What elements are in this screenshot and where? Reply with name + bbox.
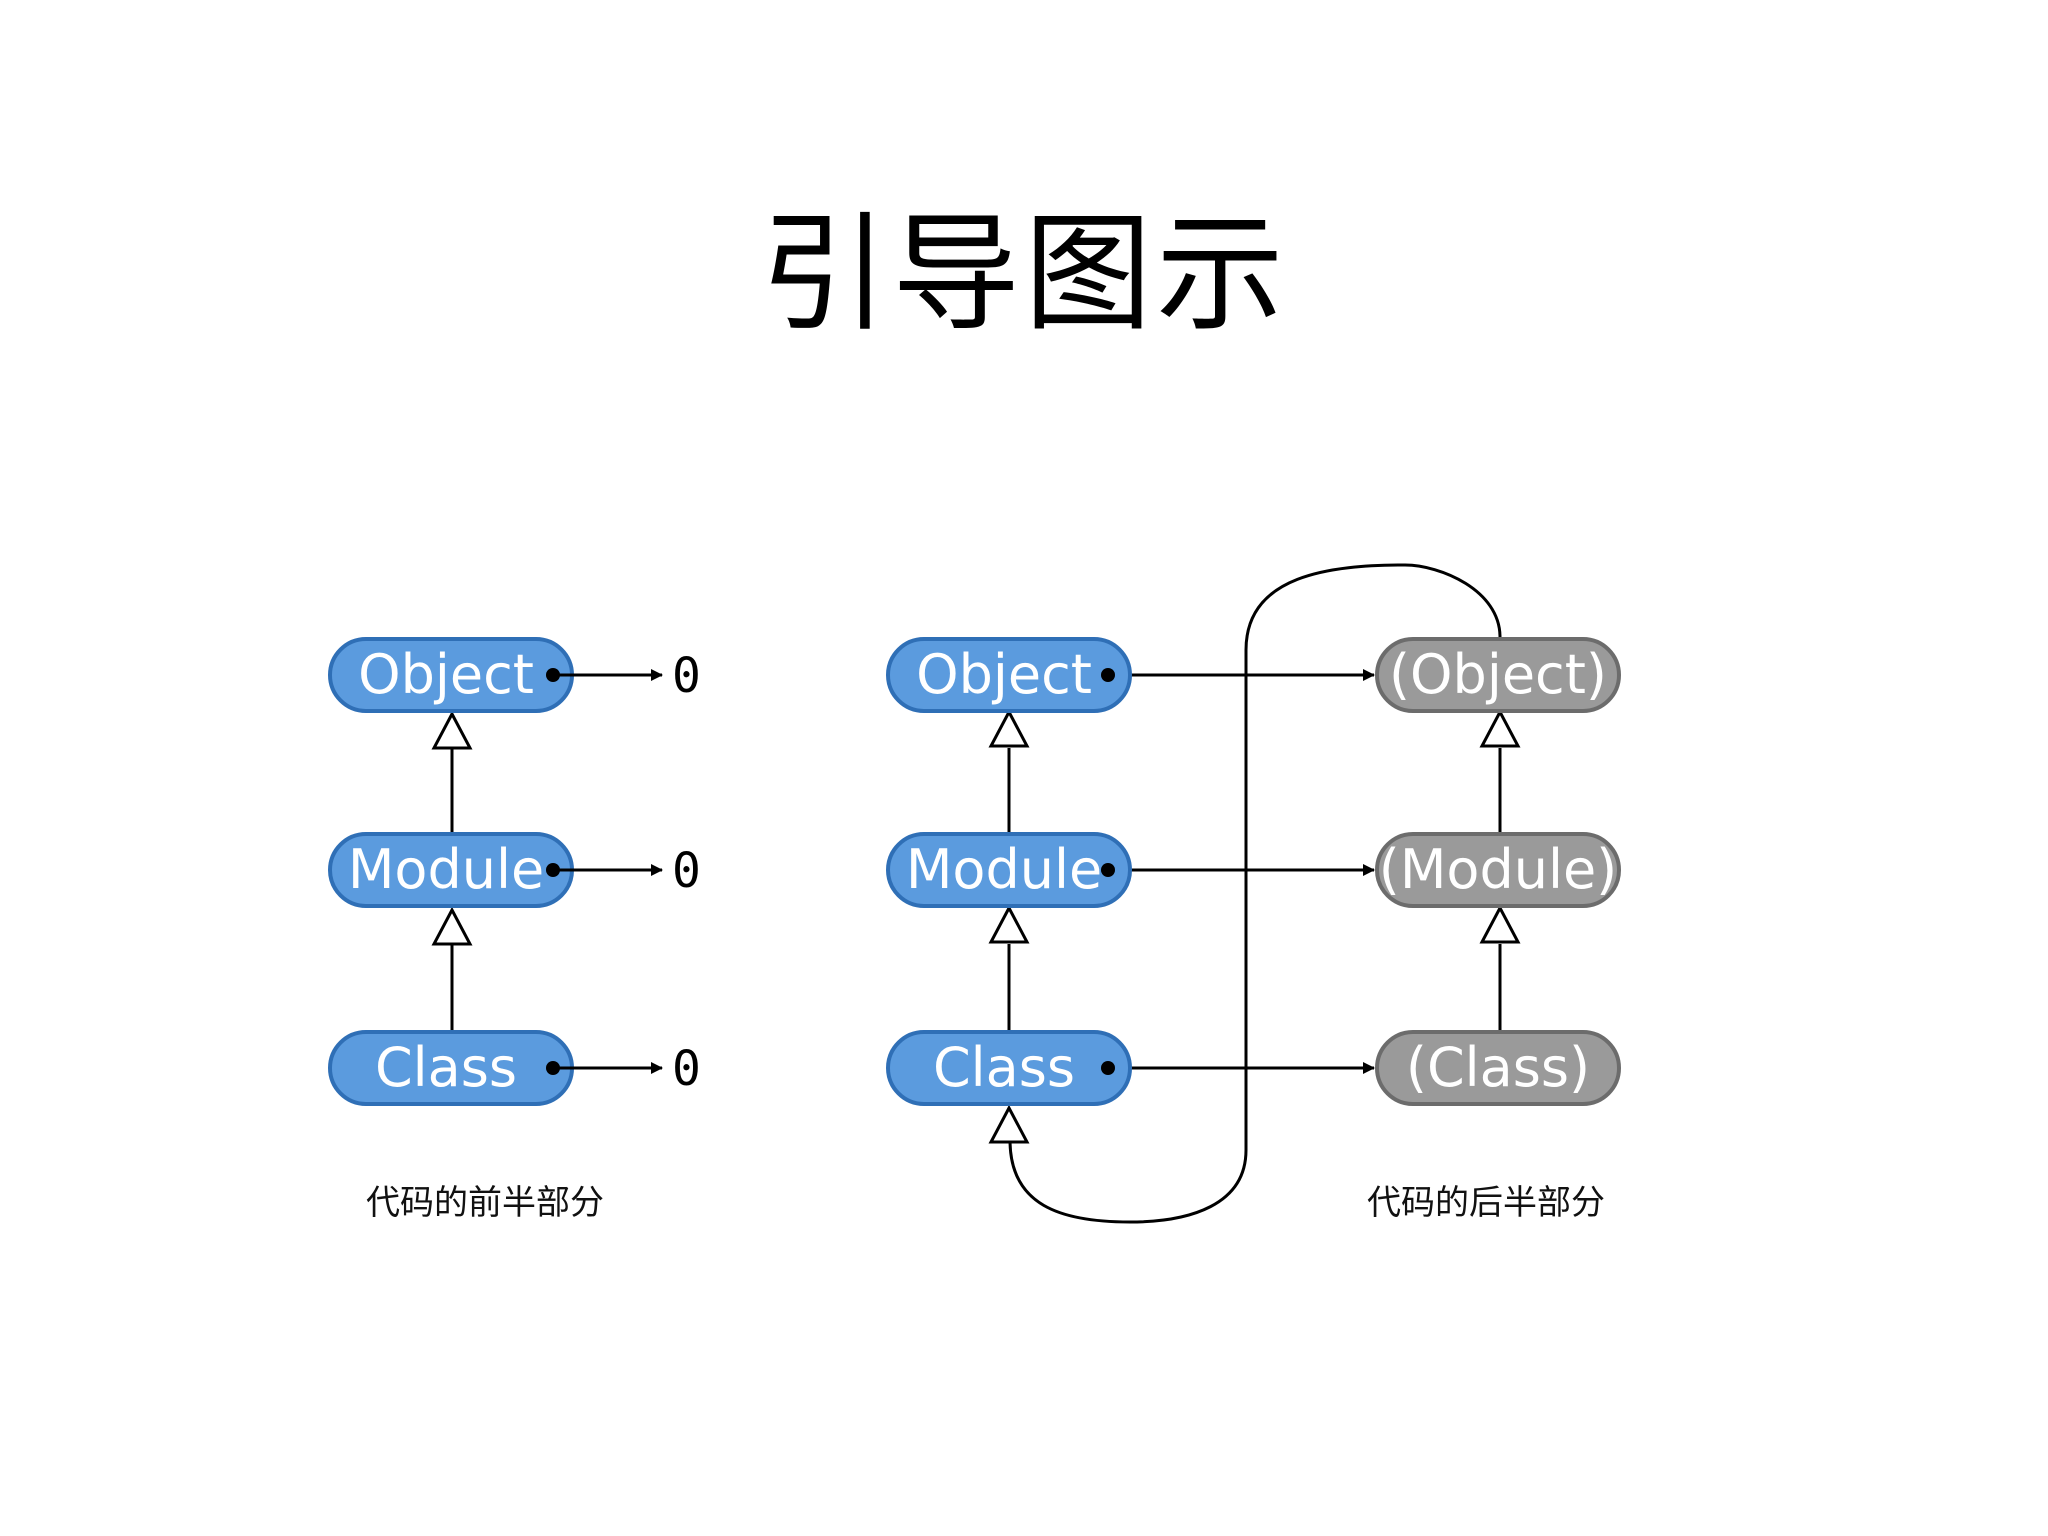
inherit-triangle-icon (1479, 708, 1521, 748)
pointer-dot (1101, 668, 1115, 682)
right-caption: 代码的后半部分 (1367, 1183, 1605, 1223)
inherit-triangle-icon (431, 710, 473, 750)
metanode-pill (1375, 637, 1621, 713)
metanode-pill (1375, 1030, 1621, 1106)
right-diagram: Object Module Class (Object) (Module) (886, 563, 1621, 1224)
node-label: Object (358, 643, 534, 706)
metanode-class: (Class) (1375, 1030, 1621, 1106)
node-pill (886, 1030, 1132, 1106)
metanode-label: (Class) (1406, 1036, 1590, 1099)
node-module: Module (886, 832, 1132, 908)
node-label: Module (348, 838, 544, 901)
null-label: 0 (672, 843, 701, 899)
metanode-label: (Object) (1389, 643, 1607, 706)
node-class: Class 0 (328, 1030, 701, 1106)
pointer-dot (1101, 1061, 1115, 1075)
left-caption: 代码的前半部分 (366, 1183, 604, 1223)
node-label: Class (933, 1036, 1075, 1099)
inherit-triangle-icon (431, 906, 473, 946)
metaclass-loop (1008, 563, 1502, 1224)
inherit-triangle-icon (1479, 904, 1521, 944)
null-label: 0 (672, 648, 701, 704)
inherit-triangle-icon (988, 1104, 1030, 1144)
node-object: Object 0 (328, 637, 701, 713)
node-class: Class (886, 1030, 1132, 1106)
node-module: Module 0 (328, 832, 701, 908)
metanode-label: (Module) (1379, 838, 1618, 901)
null-label: 0 (672, 1041, 701, 1097)
node-label: Class (375, 1036, 517, 1099)
pointer-dot (1101, 863, 1115, 877)
inherit-triangle-icon (988, 708, 1030, 748)
metanode-pill (1375, 832, 1621, 908)
left-diagram: Object 0 Module 0 Class 0 代码的前 (328, 637, 701, 1223)
node-label: Module (906, 838, 1102, 901)
slide-title: 引导图示 (759, 200, 1288, 349)
metanode-module: (Module) (1375, 832, 1621, 908)
node-pill (886, 637, 1132, 713)
node-pill (886, 832, 1132, 908)
node-label: Object (916, 643, 1092, 706)
node-object: Object (886, 637, 1132, 713)
metanode-object: (Object) (1375, 637, 1621, 713)
inherit-triangle-icon (988, 904, 1030, 944)
